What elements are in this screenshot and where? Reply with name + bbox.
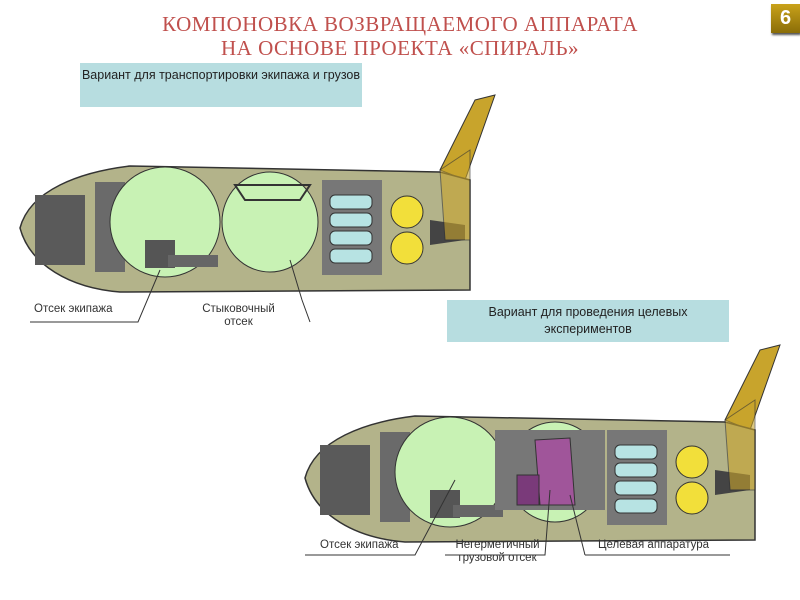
label-crew-compartment: Отсек экипажа: [34, 303, 113, 315]
label-crew-compartment-2: Отсек экипажа: [320, 539, 399, 551]
title-line-2: НА ОСНОВЕ ПРОЕКТА «СПИРАЛЬ»: [220, 36, 580, 60]
spacecraft-crew-variant: [19, 94, 496, 293]
variant-crew-box: Вариант для транспортировки экипажа и гр…: [80, 63, 362, 107]
slide-title: КОМПОНОВКА ВОЗВРАЩАЕМОГО АППАРАТА НА ОСН…: [100, 12, 700, 60]
label-payload: Целевая аппаратура: [598, 539, 710, 551]
spacecraft-experiment-variant: [304, 344, 781, 543]
label-cargo-compartment: Негерметичный грузовой отсек: [455, 539, 540, 564]
slide-number-badge: 6: [771, 4, 800, 33]
leader-lines: [30, 259, 730, 556]
variant-experiments-box: Вариант для проведения целевых экспериме…: [447, 300, 729, 342]
title-line-1: КОМПОНОВКА ВОЗВРАЩАЕМОГО АППАРАТА: [162, 12, 638, 36]
label-docking-compartment: Стыковочный отсек: [202, 303, 275, 328]
